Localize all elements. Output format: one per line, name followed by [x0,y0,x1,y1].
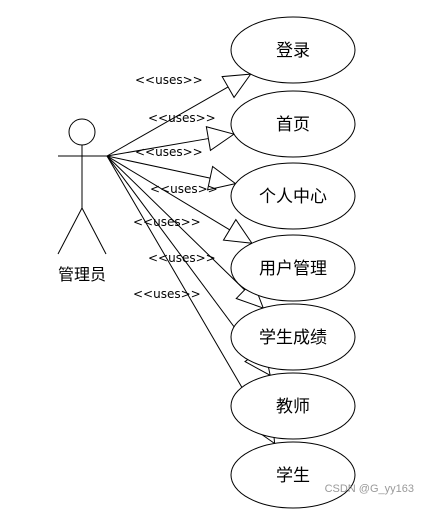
use-case-label: 学生 [276,466,310,486]
use-case-ellipse [230,162,356,230]
association-line [106,138,209,157]
association-line [106,155,211,179]
uses-stereotype-label: <<uses>> [133,287,201,301]
hollow-arrowhead [222,218,253,244]
hollow-arrowhead [205,126,236,152]
stereotype-labels: <<uses>> <<uses>> <<uses>> <<uses>> <<uses>>… [133,73,218,301]
hollow-arrowhead [206,165,237,191]
use-case-ellipse [230,234,356,302]
association-line [106,155,256,355]
use-case-ellipse [230,372,356,440]
uses-stereotype-label: <<uses>> [150,182,218,196]
association-line [106,155,245,291]
actor-figure [57,118,107,255]
use-case-label: 登录 [276,41,310,61]
use-case-label: 首页 [276,115,310,135]
uses-stereotype-label: <<uses>> [148,251,216,265]
uses-stereotype-label: <<uses>> [135,145,203,159]
use-case-label: 用户管理 [259,259,327,279]
actor-label: 管理员 [58,265,106,284]
uses-stereotype-label: <<uses>> [135,73,203,87]
use-case-label: 个人中心 [259,187,327,207]
use-case-ellipse [230,90,356,158]
use-case-label: 教师 [276,397,310,417]
uses-stereotype-label: <<uses>> [148,111,216,125]
actor-right-leg [81,207,107,255]
use-case-ellipse [230,441,356,509]
actor-left-leg [57,207,83,255]
hollow-arrowhead [221,73,252,99]
use-case-ellipse [230,16,356,84]
use-case-label: 学生成绩 [259,328,327,348]
association-line [106,155,230,231]
uses-stereotype-label: <<uses>> [133,215,201,229]
use-case-ellipse [230,303,356,371]
association-line [106,155,262,422]
actor-head [68,118,96,146]
watermark: CSDN @G_yy163 [324,483,414,495]
association-line [106,86,229,157]
